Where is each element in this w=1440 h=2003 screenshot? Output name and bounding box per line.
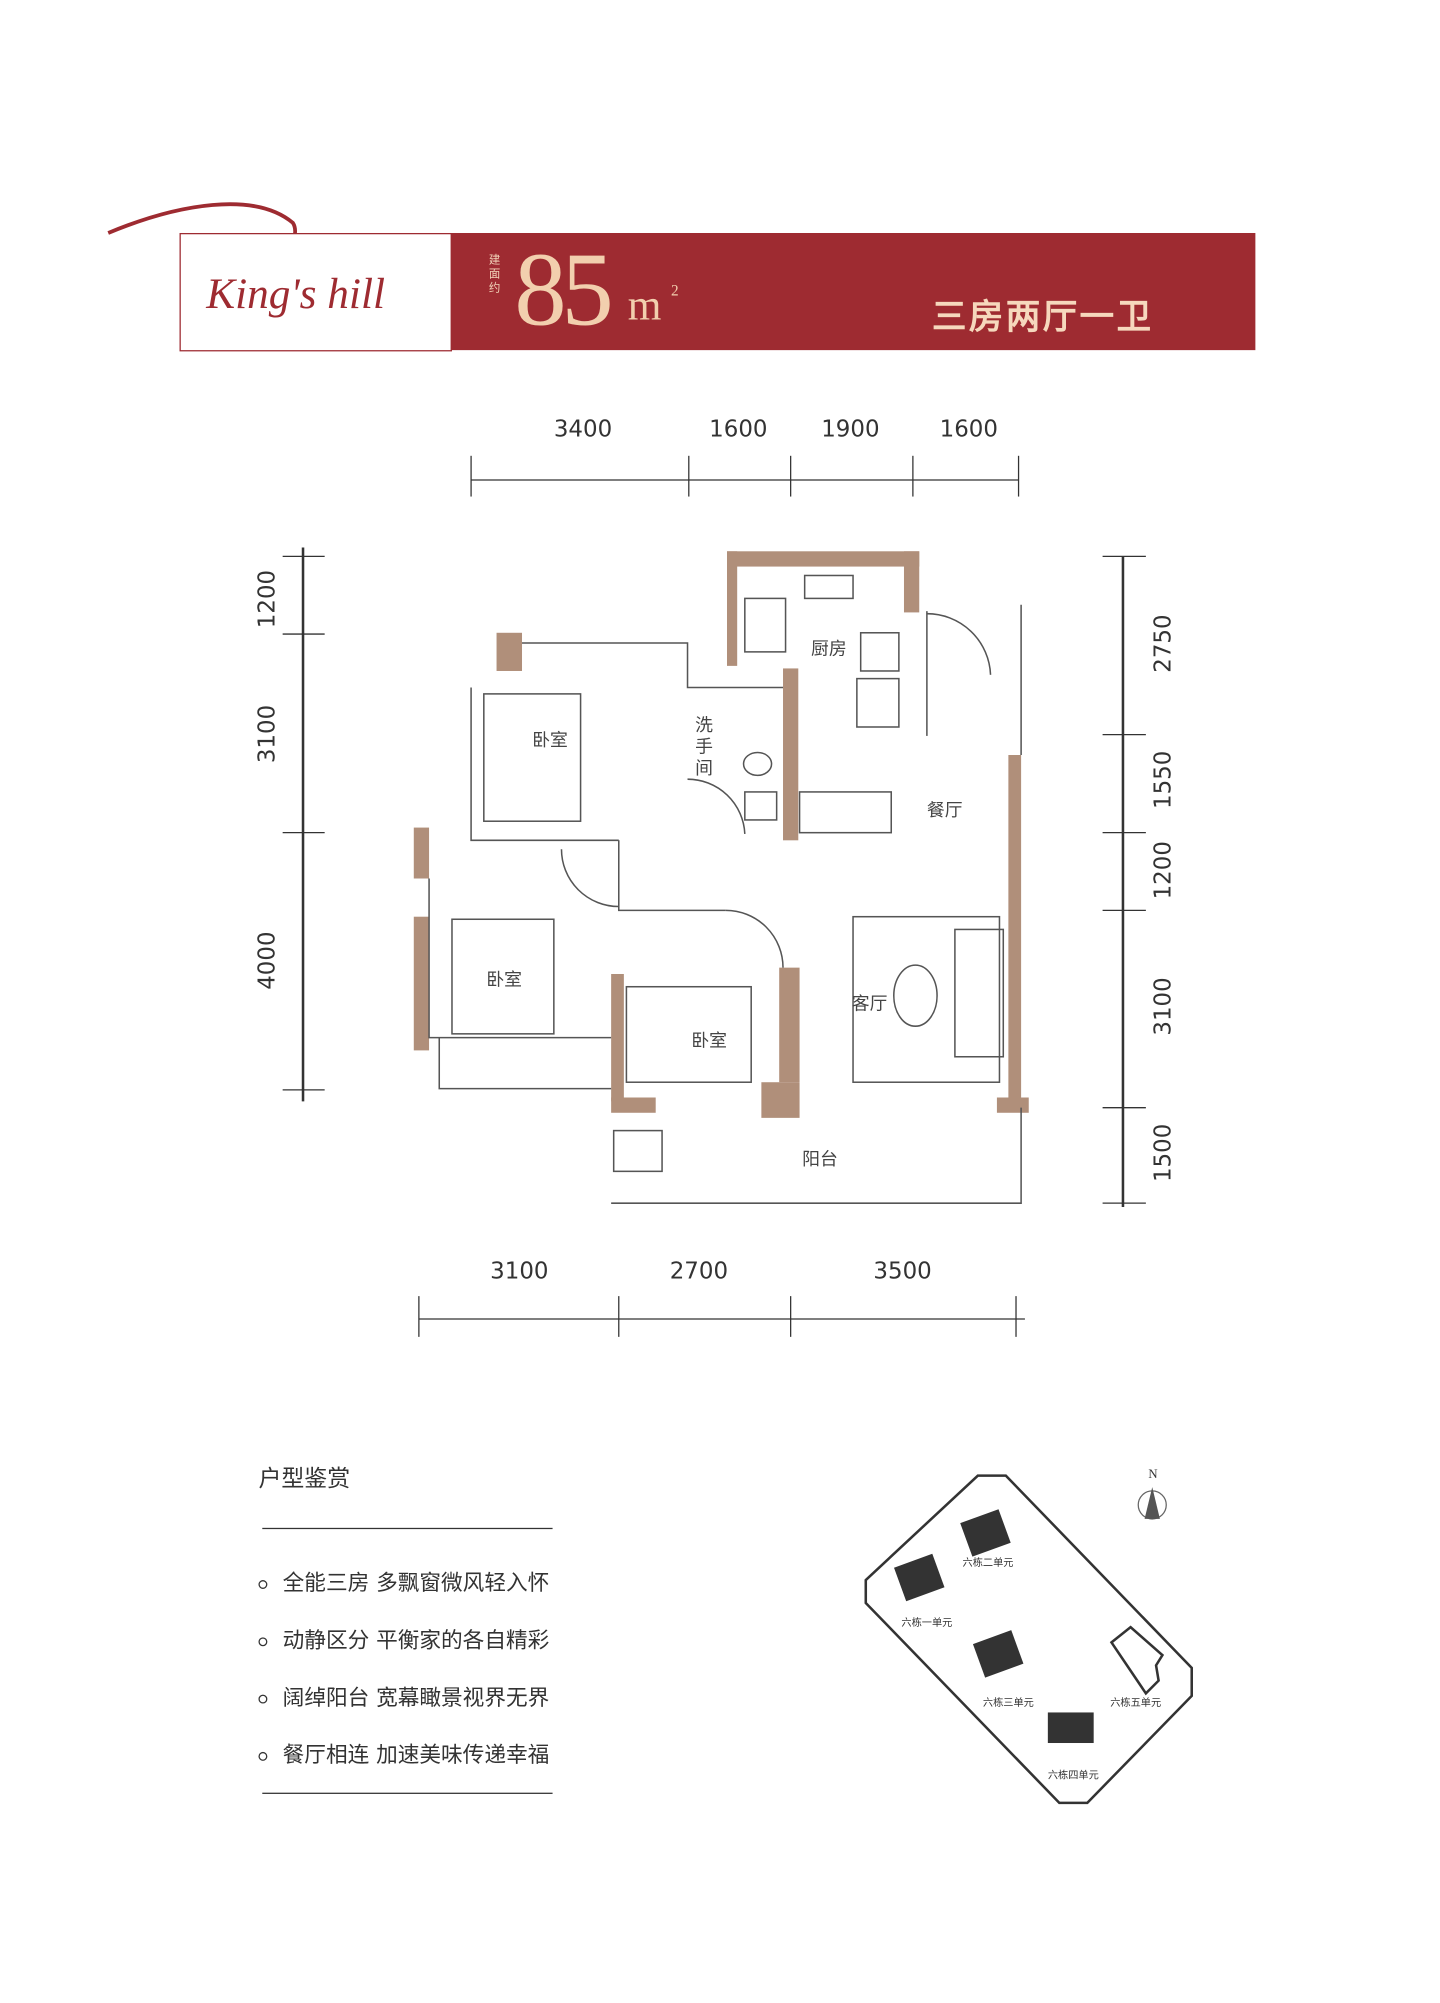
room-bedroom-2: 卧室 <box>486 970 523 991</box>
dimension-lines <box>282 455 1146 1337</box>
room-balcony: 阳台 <box>802 1149 838 1171</box>
dim-bottom-1: 3100 <box>490 1257 549 1285</box>
north-label: N <box>1148 1467 1158 1483</box>
north-arrow-icon <box>1137 1487 1167 1520</box>
bullet-icon <box>258 1636 268 1646</box>
header-banner <box>450 232 1256 351</box>
bullet-icon <box>258 1751 268 1761</box>
bullet-icon <box>258 1693 268 1703</box>
bullet-icon <box>258 1579 268 1589</box>
area-unit: m <box>627 282 662 330</box>
room-kitchen: 厨房 <box>811 639 847 660</box>
building-blocks <box>894 1509 1094 1744</box>
site-plan <box>864 1474 1193 1805</box>
highlight-text: 餐厅相连 加速美味传递幸福 <box>282 1743 550 1769</box>
dim-top-1: 3400 <box>553 416 613 444</box>
highlight-item: 餐厅相连 加速美味传递幸福 <box>258 1737 550 1769</box>
walls <box>413 551 1029 1118</box>
area-unit-sup: 2 <box>670 281 679 300</box>
site-building-label: 六栋一单元 <box>901 1616 953 1629</box>
dim-bottom-2: 2700 <box>669 1257 729 1285</box>
highlight-text: 阔绰阳台 宽幕瞰景视界无界 <box>282 1685 550 1712</box>
layout-type: 三房两厅一卫 <box>931 297 1154 338</box>
site-building-label: 六栋三单元 <box>982 1697 1034 1709</box>
room-bedroom-3: 卧室 <box>691 1031 727 1052</box>
logo-box: King's hill <box>179 232 452 352</box>
highlight-text: 动静区分 平衡家的各自精彩 <box>282 1628 550 1654</box>
highlight-item: 阔绰阳台 宽幕瞰景视界无界 <box>258 1679 549 1711</box>
highlight-text: 全能三房 多飘窗微风轻入怀 <box>282 1571 550 1597</box>
site-building-label: 六栋四单元 <box>1047 1769 1099 1782</box>
highlight-item: 全能三房 多飘窗微风轻入怀 <box>258 1565 549 1597</box>
site-building-label: 六栋二单元 <box>962 1557 1014 1569</box>
room-living: 客厅 <box>851 994 888 1015</box>
divider <box>262 1527 553 1530</box>
room-dining: 餐厅 <box>926 800 963 822</box>
site-building-label: 六栋五单元 <box>1110 1697 1162 1709</box>
dim-top-4: 1600 <box>939 416 998 444</box>
kings-hill-logo: King's hill <box>205 270 385 318</box>
dim-top-3: 1900 <box>821 416 880 444</box>
highlights-title: 户型鉴赏 <box>258 1465 351 1493</box>
area-label: 建面约 <box>488 254 501 296</box>
divider <box>262 1792 553 1794</box>
area-value: 85 <box>514 231 613 348</box>
room-bedroom-1: 卧室 <box>532 730 568 752</box>
dim-top-2: 1600 <box>709 416 768 444</box>
svg-text:King's hill: King's hill <box>205 270 385 318</box>
dim-bottom-3: 3500 <box>873 1257 932 1285</box>
room-outlines <box>428 574 1022 1204</box>
highlight-item: 动静区分 平衡家的各自精彩 <box>258 1622 549 1654</box>
room-bathroom: 洗手间 <box>695 715 713 780</box>
